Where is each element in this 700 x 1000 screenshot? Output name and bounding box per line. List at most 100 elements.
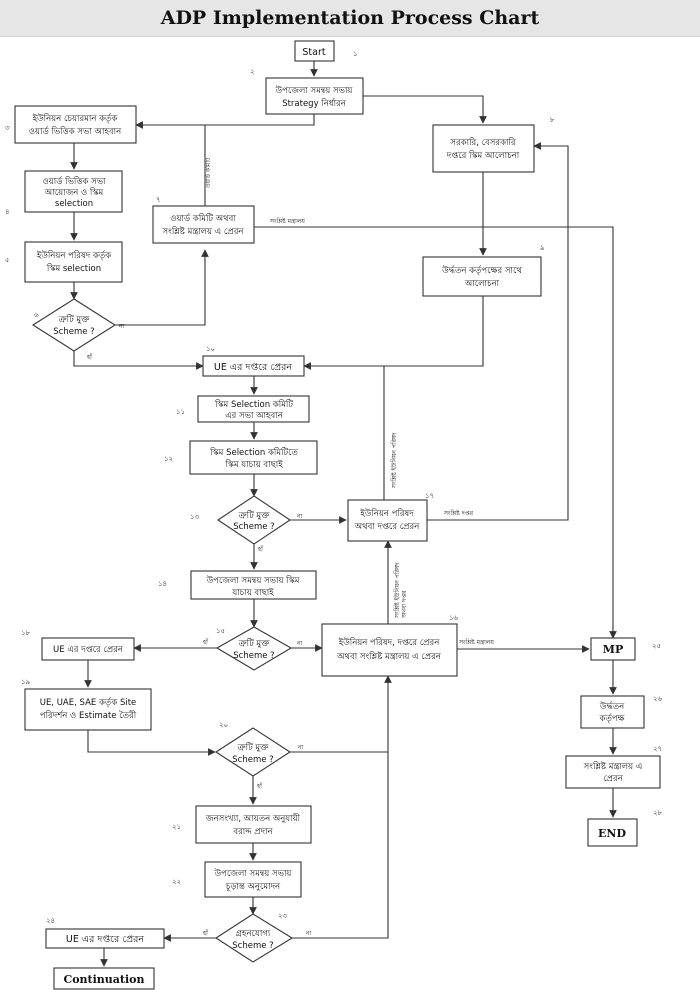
edge-labels: না হাঁ না হাঁ হাঁ না না হাঁ হাঁ না সংশ্ল… [86, 157, 494, 937]
step-number: ৬ [34, 311, 39, 319]
svg-text:UE, UAE, SAE কর্তৃক Site: UE, UAE, SAE কর্তৃক Site [40, 697, 137, 708]
step-number: ২৪ [46, 917, 55, 925]
svg-text:ওয়ার্ড কমিটি অথবা: ওয়ার্ড কমিটি অথবা [170, 212, 236, 224]
svg-text:কর্তৃপক্ষ: কর্তৃপক্ষ [599, 713, 626, 724]
node-union-scheme-selection: ইউনিয়ন পরিষদ কর্তৃক স্কিম selection [24, 241, 123, 283]
label-ministry: সংশ্লিষ্ট মন্ত্রালয় [458, 639, 494, 646]
step-number: ২৬ [653, 695, 663, 703]
step-number: ১৯ [21, 678, 31, 686]
node-higher-authority-discussion: উর্দ্ধতন কর্তৃপক্ষের সাথে আলোচনা [422, 256, 542, 297]
edge-d6-n10 [73, 351, 204, 370]
node-final-approval: উপজেলা সমন্বয় সভায় চূড়ান্ত অনুমোদন [204, 861, 302, 898]
step-number: ৩ [5, 124, 10, 132]
edge-n2-n8 [363, 95, 487, 124]
svg-text:selection: selection [55, 199, 93, 209]
svg-text:সংশ্লিষ্ট মন্ত্রালয় এ প্রেরন: সংশ্লিষ্ট মন্ত্রালয় এ প্রেরন [162, 226, 245, 237]
node-site-visit-estimate: UE, UAE, SAE কর্তৃক Site পরিদর্শন ও Esti… [24, 688, 152, 731]
svg-text:ওয়ার্ড ভিত্তিক সভা: ওয়ার্ড ভিত্তিক সভা [42, 176, 106, 187]
label-ward-committee: ওয়ার্ড কমিটি [204, 157, 212, 188]
node-allocation: জনসংখ্যা, আয়তন অনুযায়ী বরাদ্দ প্রদান [195, 805, 312, 844]
decision-13: ত্রুটি মুক্ত Scheme ? [217, 495, 291, 545]
label-union-council: সংশ্লিষ্ট ইউনিয়ন পরিষদ [390, 432, 398, 489]
step-number: ১৫ [216, 627, 225, 635]
svg-text:পরিদর্শন ও Estimate তৈরী: পরিদর্শন ও Estimate তৈরী [40, 709, 137, 721]
label-no: না [296, 640, 303, 647]
label-yes: হাঁ [256, 782, 263, 790]
node-send-ministry: সংশ্লিষ্ট মন্ত্রালয় এ প্রেরন [565, 755, 661, 789]
svg-text:Scheme ?: Scheme ? [233, 651, 274, 661]
svg-text:স্কিম selection: স্কিম selection [46, 263, 101, 274]
svg-text:ত্রুটি মুক্ত: ত্রুটি মুক্ত [237, 741, 270, 753]
node-ue-office-2: UE এর দপ্তরে প্রেরন [41, 637, 135, 661]
svg-text:সরকারি, বেসরকারি: সরকারি, বেসরকারি [449, 137, 517, 148]
svg-text:MP: MP [603, 643, 623, 656]
svg-text:যাচায় বাছাই: যাচায় বাছাই [231, 587, 274, 598]
decision-20: ত্রুটি মুক্ত Scheme ? [214, 727, 292, 777]
svg-text:স্কিম Selection কমিটিতে: স্কিম Selection কমিটিতে [209, 446, 298, 458]
edge-d20-n16 [290, 675, 392, 753]
svg-text:স্কিম Selection কমিটি: স্কিম Selection কমিটি [214, 398, 294, 410]
svg-text:গ্রহনযোগ্য: গ্রহনযোগ্য [236, 929, 271, 939]
edge-n2-n3 [135, 114, 315, 129]
node-upazila-review: উপজেলা সমন্বয় সভায় স্কিম যাচায় বাছাই [190, 570, 317, 600]
node-mp: MP [590, 637, 636, 661]
decision-6: ত্রুটি মুক্ত Scheme ? [31, 298, 117, 352]
svg-text:আলোচনা: আলোচনা [464, 279, 500, 289]
connectors [70, 61, 617, 967]
step-number: ৮ [550, 116, 555, 124]
svg-text:অথবা দপ্তরে প্রেরন: অথবা দপ্তরে প্রেরন [354, 522, 420, 532]
svg-text:END: END [598, 827, 626, 840]
svg-text:UE এর দপ্তরে প্রেরন: UE এর দপ্তরে প্রেরন [53, 645, 124, 655]
node-govt-private-discussion: সরকারি, বেসরকারি দপ্তরে স্কিম আলোচনা [432, 124, 535, 173]
decision-23: গ্রহনযোগ্য Scheme ? [214, 913, 294, 963]
decision-15: ত্রুটি মুক্ত Scheme ? [215, 626, 293, 671]
svg-text:উর্দ্ধতন: উর্দ্ধতন [599, 700, 625, 712]
svg-text:ইউনিয়ন পরিষদ কর্তৃক: ইউনিয়ন পরিষদ কর্তৃক [36, 249, 112, 261]
svg-text:উর্দ্ধতন কর্তৃপক্ষের সাথে: উর্দ্ধতন কর্তৃপক্ষের সাথে [441, 264, 522, 276]
step-number: ১৬ [449, 614, 459, 622]
step-number: ৯ [540, 244, 545, 252]
node-send-union-office-ministry: ইউনিয়ন পরিষদ, দপ্তরে প্রেরন অথবা সংশ্লি… [321, 623, 458, 677]
svg-text:স্কিম যাচায় বাছাই: স্কিম যাচায় বাছাই [224, 459, 283, 470]
svg-text:প্রেরন: প্রেরন [603, 774, 623, 784]
svg-text:Strategy নির্ধারন: Strategy নির্ধারন [282, 98, 347, 109]
node-higher-authority: উর্দ্ধতন কর্তৃপক্ষ [580, 695, 645, 729]
label-yes: হাঁ [202, 638, 209, 646]
svg-text:UE এর দপ্তরে প্রেরন: UE এর দপ্তরে প্রেরন [214, 362, 293, 373]
edge-n17-n8 [427, 142, 569, 521]
label-yes: হাঁ [202, 929, 209, 937]
node-start: Start [294, 40, 335, 62]
step-number: ২৫ [652, 642, 661, 650]
node-ward-meeting-selection: ওয়ার্ড ভিত্তিক সভা আয়োজন ও স্কিম selec… [24, 170, 123, 213]
svg-text:জনসংখ্যা, আয়তন অনুযায়ী: জনসংখ্যা, আয়তন অনুযায়ী [205, 812, 301, 824]
svg-text:UE এর দপ্তরে প্রেরন: UE এর দপ্তরে প্রেরন [66, 934, 145, 945]
svg-text:ত্রুটি মুক্ত: ত্রুটি মুক্ত [238, 509, 271, 521]
svg-text:দপ্তরে স্কিম আলোচনা: দপ্তরে স্কিম আলোচনা [446, 150, 520, 161]
svg-text:চূড়ান্ত অনুমোদন: চূড়ান্ত অনুমোদন [225, 882, 281, 892]
step-number: ২ [250, 68, 255, 76]
svg-text:Scheme ?: Scheme ? [232, 755, 273, 765]
label-yes: হাঁ [257, 545, 264, 553]
label-no: না [296, 513, 303, 520]
svg-text:ইউনিয়ন পরিষদ, দপ্তরে প্রেরন: ইউনিয়ন পরিষদ, দপ্তরে প্রেরন [338, 636, 440, 648]
node-strategy: উপজেলা সমন্বয় সভায় Strategy নির্ধারন [265, 77, 364, 115]
svg-text:Continuation: Continuation [63, 973, 144, 986]
node-send-union-or-office: ইউনিয়ন পরিষদ অথবা দপ্তরে প্রেরন [347, 499, 428, 542]
svg-text:ত্রুটি মুক্ত: ত্রুটি মুক্ত [58, 313, 91, 325]
step-number: ২৩ [278, 912, 288, 920]
svg-text:ইউনিয়ন পরিষদ: ইউনিয়ন পরিষদ [359, 507, 414, 519]
step-number: ১৪ [158, 580, 167, 588]
node-end: END [587, 818, 638, 847]
step-number: ২৭ [653, 745, 662, 753]
step-number: ২২ [172, 878, 181, 886]
svg-text:ইউনিয়ন চেয়ারমান কর্তৃক: ইউনিয়ন চেয়ারমান কর্তৃক [32, 112, 119, 124]
step-number: ২১ [172, 823, 181, 831]
node-continuation: Continuation [53, 967, 155, 990]
step-numbers: ১ ২ ৩ ৪ ৫ ৬ ৭ ৮ ৯ ১০ ১১ ১২ ১৩ ১৪ ১৫ ১৬ ১… [5, 50, 663, 925]
label-no: না [118, 323, 125, 330]
node-selection-committee-review: স্কিম Selection কমিটিতে স্কিম যাচায় বাছ… [189, 440, 318, 475]
node-selection-committee-meeting: স্কিম Selection কমিটি এর সভা আহবান [197, 395, 310, 423]
edge-n19-d20 [87, 730, 216, 756]
node-ue-office-3: UE এর দপ্তরে প্রেরন [45, 928, 165, 949]
label-or-office: অথবা দপ্তর [401, 590, 408, 619]
